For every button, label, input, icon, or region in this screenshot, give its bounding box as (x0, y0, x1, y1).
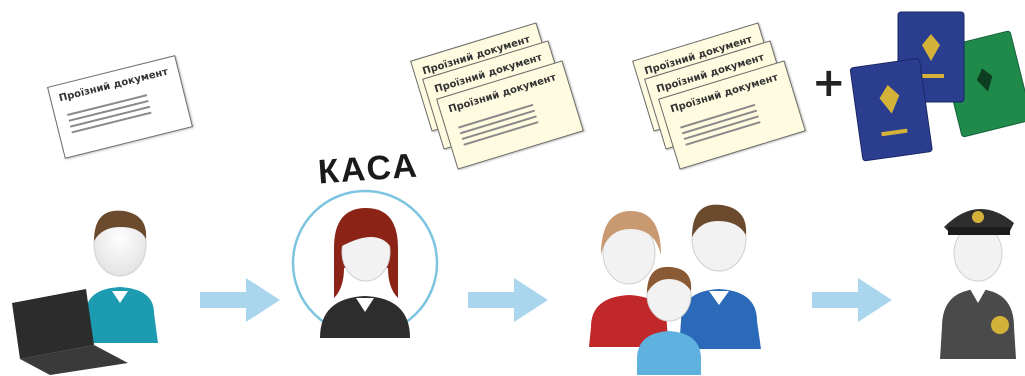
person-with-laptop-icon (12, 210, 158, 375)
plus-sign: + (812, 60, 846, 106)
passport-blue-front-icon (849, 58, 933, 162)
passports-group (849, 11, 1025, 162)
cashier-icon (291, 189, 439, 338)
family-icon (589, 204, 761, 375)
arrow-right-icon (200, 278, 280, 322)
ticket-single: Проїзний документ (47, 55, 193, 159)
border-guard-icon (940, 208, 1016, 359)
kasa-label: КАСА (316, 146, 420, 192)
arrow-right-icon (468, 278, 548, 322)
arrow-right-icon (812, 278, 892, 322)
ticket-title: Проїзний документ (57, 66, 170, 105)
